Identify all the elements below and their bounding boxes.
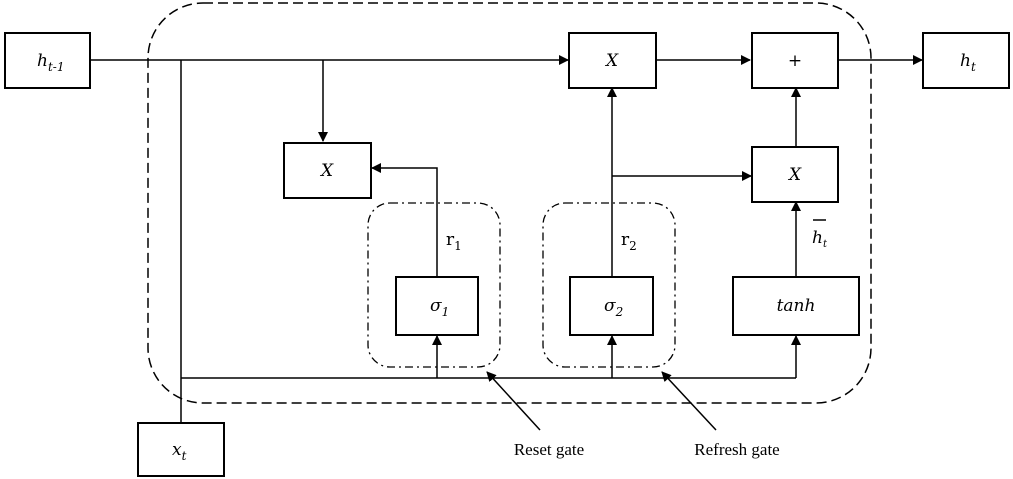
box-tanh xyxy=(732,276,860,336)
label-mult-left: X xyxy=(319,161,334,181)
label-tanh: tanh xyxy=(777,296,816,316)
label-r2: r2 xyxy=(621,230,637,253)
label-x-t: xt xyxy=(172,440,187,463)
refresh-gate-region xyxy=(542,202,676,368)
caption-reset-gate: Reset gate xyxy=(514,440,584,459)
label-sigma2: σ2 xyxy=(604,296,623,319)
label-mult-right: X xyxy=(787,165,802,185)
reset-gate-region xyxy=(367,202,501,368)
box-x-t xyxy=(137,422,225,477)
label-h-t: ht xyxy=(960,51,976,74)
label-h-prev: ht-1 xyxy=(37,51,64,74)
box-mult-right xyxy=(751,146,839,203)
label-sigma1: σ1 xyxy=(430,296,449,319)
reset-gate-pointer xyxy=(486,371,541,431)
cell-boundary xyxy=(147,2,872,404)
box-sigma1 xyxy=(395,276,479,336)
box-mult-top xyxy=(568,32,657,89)
connections xyxy=(90,55,923,431)
box-h-t xyxy=(922,32,1010,89)
node-boxes xyxy=(4,32,1010,477)
refresh-gate-pointer xyxy=(661,371,717,431)
box-h-prev xyxy=(4,32,91,89)
box-sigma2 xyxy=(569,276,654,336)
label-r1: r1 xyxy=(446,230,462,253)
box-mult-left xyxy=(283,142,372,199)
box-plus xyxy=(751,32,839,89)
caption-refresh-gate: Refresh gate xyxy=(694,440,779,459)
label-plus: + xyxy=(788,51,802,71)
label-mult-top: X xyxy=(604,51,619,71)
label-h-bar: ht xyxy=(812,228,828,250)
edge-r1 xyxy=(371,163,438,277)
